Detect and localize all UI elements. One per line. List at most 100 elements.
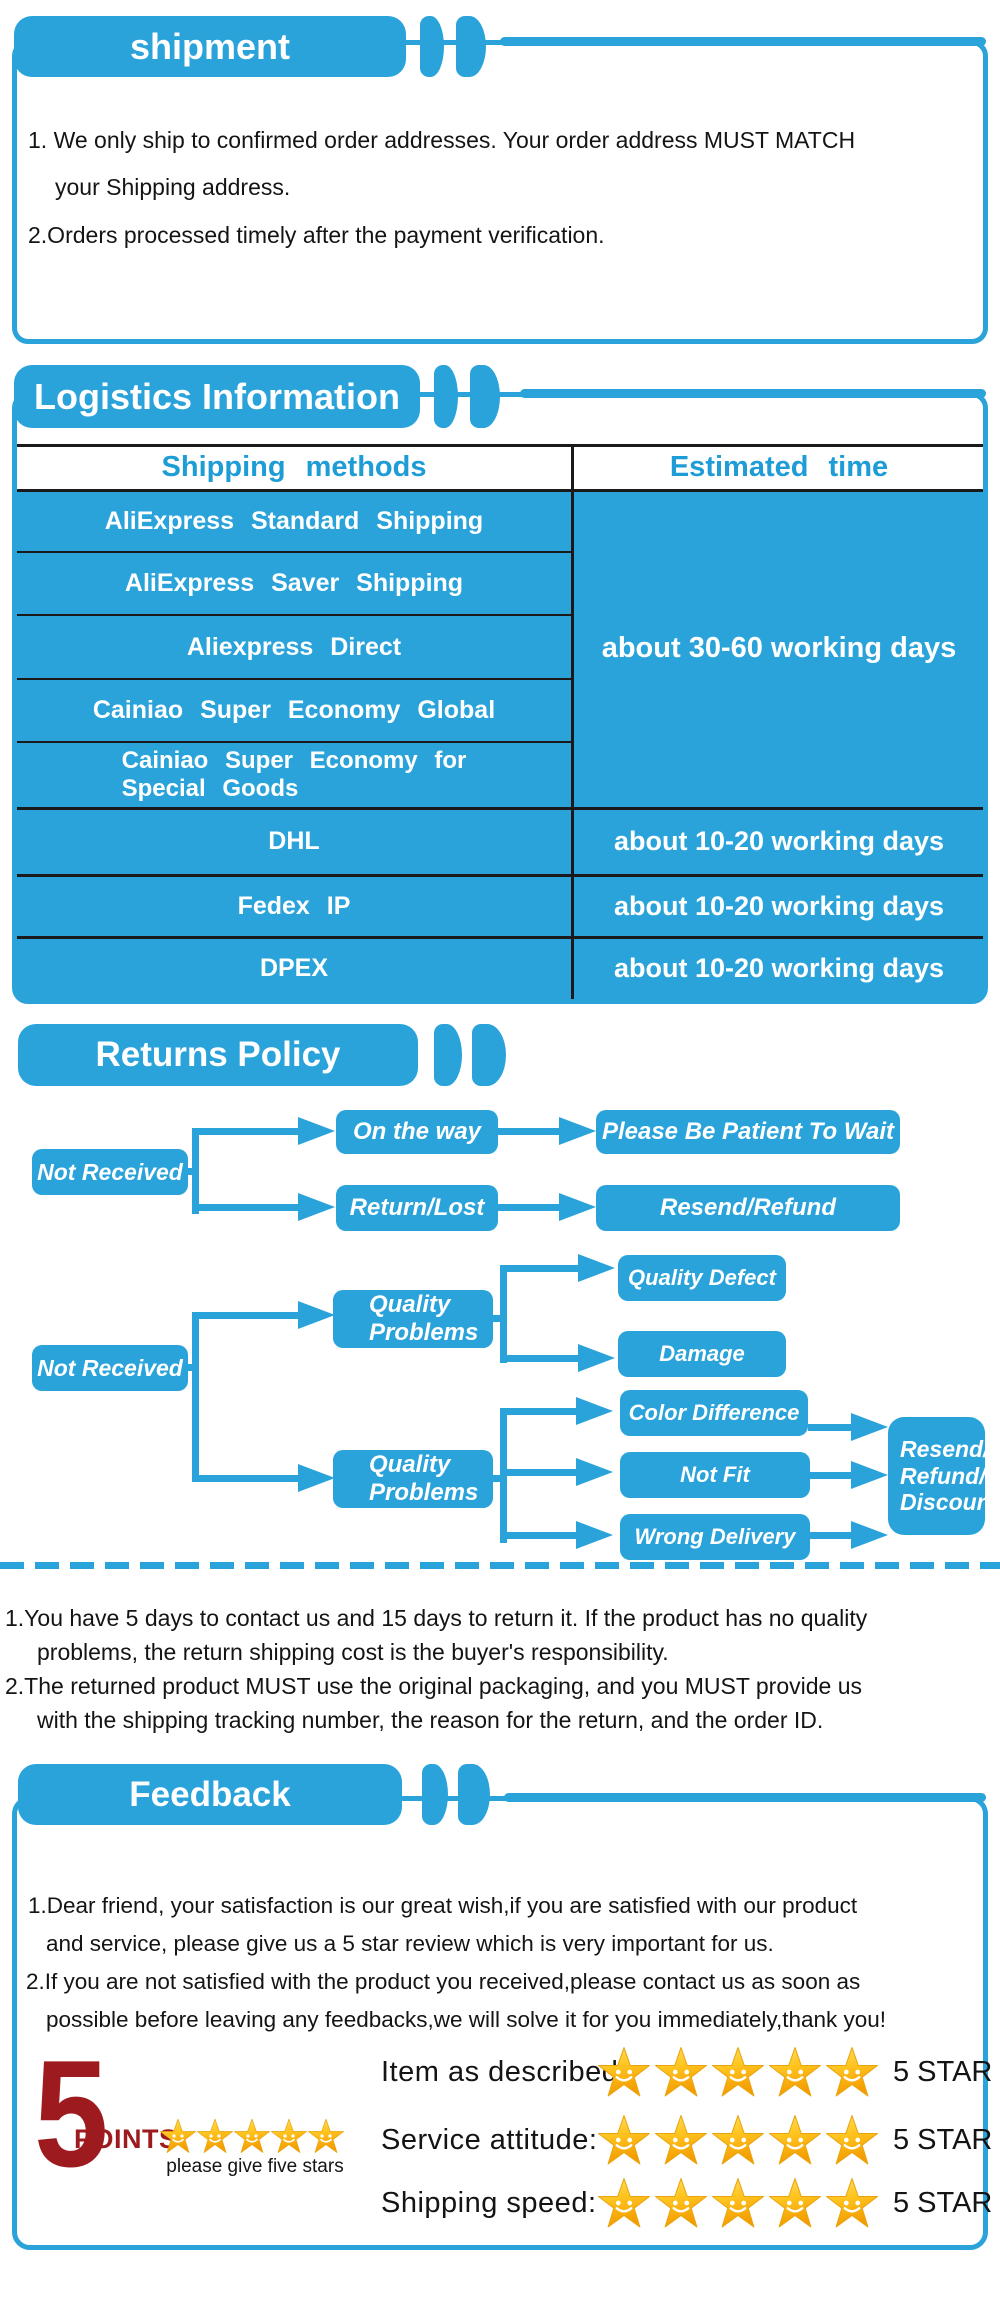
- returns-note-line: with the shipping tracking number, the r…: [37, 1707, 824, 1733]
- arrow-right-icon: [576, 1397, 613, 1425]
- feedback-note-line: 1.Dear friend, your satisfaction is our …: [28, 1893, 858, 1918]
- table-row-method: AliExpress Saver Shipping: [124, 569, 464, 597]
- star-icon: [655, 2046, 707, 2098]
- table-border: [17, 874, 983, 877]
- flow-line: [500, 1265, 580, 1272]
- flow-box-be-patient: Please Be Patient To Wait: [596, 1110, 900, 1154]
- star-icon: [160, 2118, 196, 2154]
- shipment-note-line: your Shipping address.: [55, 174, 291, 200]
- shipment-note-line: 2.Orders processed timely after the paym…: [28, 222, 605, 248]
- flow-line: [192, 1204, 300, 1211]
- flow-line: [500, 1408, 578, 1415]
- flow-line: [192, 1128, 199, 1214]
- feedback-title-badge: Feedback: [18, 1764, 402, 1825]
- arrow-right-icon: [559, 1193, 596, 1221]
- star-icon: [826, 2046, 878, 2098]
- arrow-right-icon: [851, 1413, 888, 1441]
- rating-star-row: [598, 2114, 878, 2166]
- rating-label: Service attitude:: [381, 2123, 598, 2156]
- logistics-header-line: [520, 389, 986, 398]
- points-star-row: [160, 2118, 344, 2154]
- flow-box-quality-defect: Quality Defect: [618, 1255, 786, 1301]
- table-border: [17, 936, 983, 939]
- flow-line: [808, 1424, 856, 1431]
- star-icon: [598, 2177, 650, 2229]
- feedback-box: [12, 1796, 988, 2250]
- flow-box-return-lost: Return/Lost: [336, 1185, 498, 1231]
- flow-box-on-the-way: On the way: [336, 1110, 498, 1154]
- points-caption: please give five stars: [166, 2156, 344, 2177]
- flow-line: [500, 1265, 507, 1363]
- header-bar-icon: [422, 1764, 448, 1825]
- flow-box-damage: Damage: [618, 1331, 786, 1377]
- arrow-right-icon: [298, 1464, 335, 1492]
- arrow-right-icon: [578, 1254, 615, 1282]
- table-body-background: [17, 489, 983, 999]
- table-row-method: Cainiao Super Economy Global: [92, 696, 496, 724]
- table-header-time: Estimated time: [669, 450, 889, 483]
- flow-box-wrong-delivery: Wrong Delivery: [620, 1514, 810, 1560]
- flow-line: [185, 1168, 197, 1175]
- returns-title-badge: Returns Policy: [18, 1024, 418, 1086]
- shipment-title: shipment: [129, 25, 290, 67]
- rating-value: 5 STAR: [893, 2123, 993, 2156]
- star-icon: [712, 2046, 764, 2098]
- star-icon: [826, 2177, 878, 2229]
- flow-line: [810, 1532, 856, 1539]
- flow-box-quality-problems-2: Quality Problems: [333, 1450, 493, 1508]
- table-row-time: about 10-20 working days: [613, 890, 945, 921]
- table-row-method: Cainiao Super Economy for Special Goods: [121, 747, 467, 802]
- header-bar-icon: [434, 365, 458, 428]
- flow-box-resend-refund: Resend/Refund: [596, 1185, 900, 1231]
- flow-box-quality-problems-1: Quality Problems: [333, 1290, 493, 1348]
- table-column-divider: [571, 444, 574, 999]
- star-icon: [826, 2114, 878, 2166]
- logistics-box: [12, 392, 988, 1004]
- flow-line: [192, 1312, 300, 1319]
- star-icon: [271, 2118, 307, 2154]
- table-border: [17, 678, 571, 680]
- star-icon: [598, 2114, 650, 2166]
- feedback-note-line: 2.If you are not satisfied with the prod…: [26, 1969, 861, 1994]
- star-icon: [712, 2114, 764, 2166]
- flow-line: [192, 1475, 300, 1482]
- star-icon: [769, 2177, 821, 2229]
- flow-line: [810, 1472, 856, 1479]
- feedback-note-line: and service, please give us a 5 star rev…: [46, 1931, 774, 1956]
- star-icon: [712, 2177, 764, 2229]
- table-border: [17, 489, 983, 492]
- table-border: [17, 551, 571, 553]
- header-bar-icon: [472, 1024, 506, 1086]
- star-icon: [598, 2046, 650, 2098]
- table-row-method: DHL: [268, 827, 320, 855]
- feedback-header-line: [504, 1793, 986, 1802]
- table-border: [17, 614, 571, 616]
- star-icon: [769, 2114, 821, 2166]
- feedback-title: Feedback: [129, 1774, 291, 1814]
- flow-line: [185, 1364, 197, 1371]
- flow-line: [493, 1475, 505, 1482]
- header-bar-icon: [434, 1024, 462, 1086]
- table-row-time: about 10-20 working days: [613, 953, 945, 983]
- returns-note-line: problems, the return shipping cost is th…: [37, 1639, 669, 1665]
- star-icon: [197, 2118, 233, 2154]
- table-border: [17, 807, 983, 810]
- rating-star-row: [598, 2046, 878, 2098]
- arrow-right-icon: [298, 1193, 335, 1221]
- table-row-method: Aliexpress Direct: [186, 632, 402, 661]
- five-points-number: 5: [34, 2029, 109, 2199]
- shipment-note-line: 1. We only ship to confirmed order addre…: [28, 127, 856, 153]
- feedback-note-line: possible before leaving any feedbacks,we…: [46, 2007, 887, 2032]
- table-row-method: Fedex IP: [237, 891, 351, 920]
- table-border: [17, 444, 983, 447]
- returns-note-line: 1.You have 5 days to contact us and 15 d…: [5, 1605, 868, 1631]
- table-row-method: DPEX: [259, 954, 329, 982]
- arrow-right-icon: [298, 1117, 335, 1145]
- flow-box-not-received-2: Not Received: [32, 1345, 188, 1391]
- flow-line: [192, 1312, 199, 1482]
- table-row-time: about 10-20 working days: [613, 826, 945, 856]
- flow-line: [498, 1204, 562, 1211]
- rating-label: Item as described:: [381, 2055, 627, 2088]
- table-header-method: Shipping methods: [161, 450, 427, 483]
